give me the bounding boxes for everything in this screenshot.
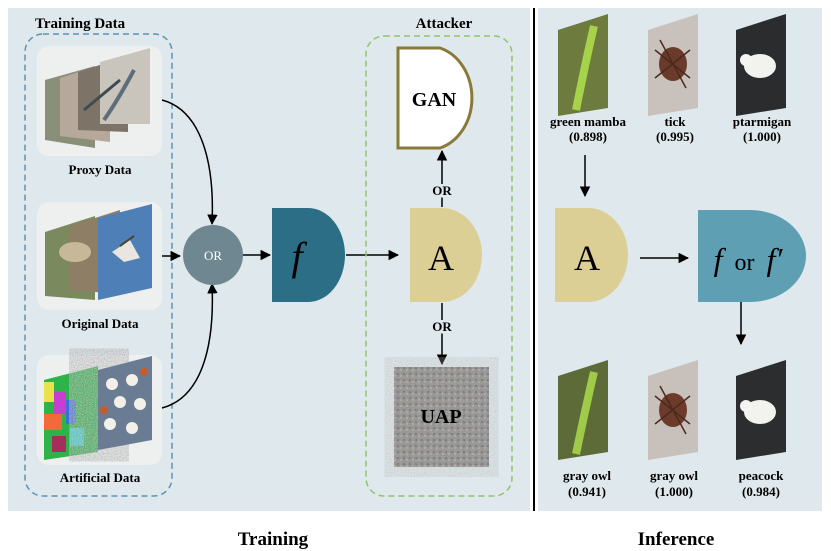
proxy-images [45, 48, 150, 148]
clean-pred-score-2: (0.995) [656, 129, 694, 144]
inference-a-block [555, 208, 628, 302]
attacker-dashed-box [365, 35, 513, 497]
gan-label: GAN [412, 89, 457, 111]
inference-model-label: f or f′ [714, 241, 784, 277]
inference-a-label: A [574, 238, 600, 278]
attacker-a-label: A [428, 238, 454, 278]
clean-image-green-mamba [558, 14, 608, 116]
or-node [183, 225, 243, 285]
inference-model-f: f [714, 241, 727, 277]
artificial-images [44, 356, 152, 460]
attacker-title: Attacker [416, 16, 473, 32]
adv-pred-label-1: gray owl [563, 468, 611, 483]
original-data-label: Original Data [62, 316, 139, 331]
inference-model-fprime: f′ [767, 241, 784, 277]
or-lower-label: OR [432, 319, 452, 334]
adv-image-ptarmigan [736, 360, 786, 460]
clean-pred-label-3: ptarmigan [733, 114, 792, 129]
arrow-proxy-to-or [161, 99, 218, 226]
arrow-artificial-to-or [161, 282, 218, 409]
uap-label: UAP [420, 406, 461, 428]
training-data-dashed-box [24, 33, 173, 497]
training-data-title: Training Data [35, 16, 126, 32]
or-node-label: OR [204, 248, 222, 263]
clean-pred-label-1: green mamba [550, 114, 626, 129]
inference-model-or: or [735, 250, 755, 276]
adv-image-tick [648, 360, 698, 460]
attacker-a-block [410, 208, 482, 302]
or-upper-label: OR [432, 183, 452, 198]
adv-pred-score-2: (1.000) [655, 484, 693, 499]
inference-section-title: Inference [638, 529, 715, 550]
adv-pred-label-3: peacock [739, 468, 785, 483]
adv-pred-score-3: (0.984) [742, 484, 780, 499]
adv-pred-label-2: gray owl [650, 468, 698, 483]
clean-pred-label-2: tick [665, 114, 687, 129]
clean-image-tick [648, 14, 698, 116]
inference-model-block [698, 210, 806, 302]
proxy-data-label: Proxy Data [69, 162, 132, 177]
clean-image-ptarmigan [736, 14, 786, 116]
training-section-title: Training [238, 529, 309, 550]
adv-image-green-mamba [558, 360, 608, 460]
original-images [45, 204, 152, 300]
clean-pred-score-3: (1.000) [743, 129, 781, 144]
gan-block [396, 46, 474, 150]
adv-pred-score-1: (0.941) [568, 484, 606, 499]
model-f-block [272, 208, 345, 302]
clean-pred-score-1: (0.898) [569, 129, 607, 144]
artificial-data-label: Artificial Data [60, 470, 141, 485]
